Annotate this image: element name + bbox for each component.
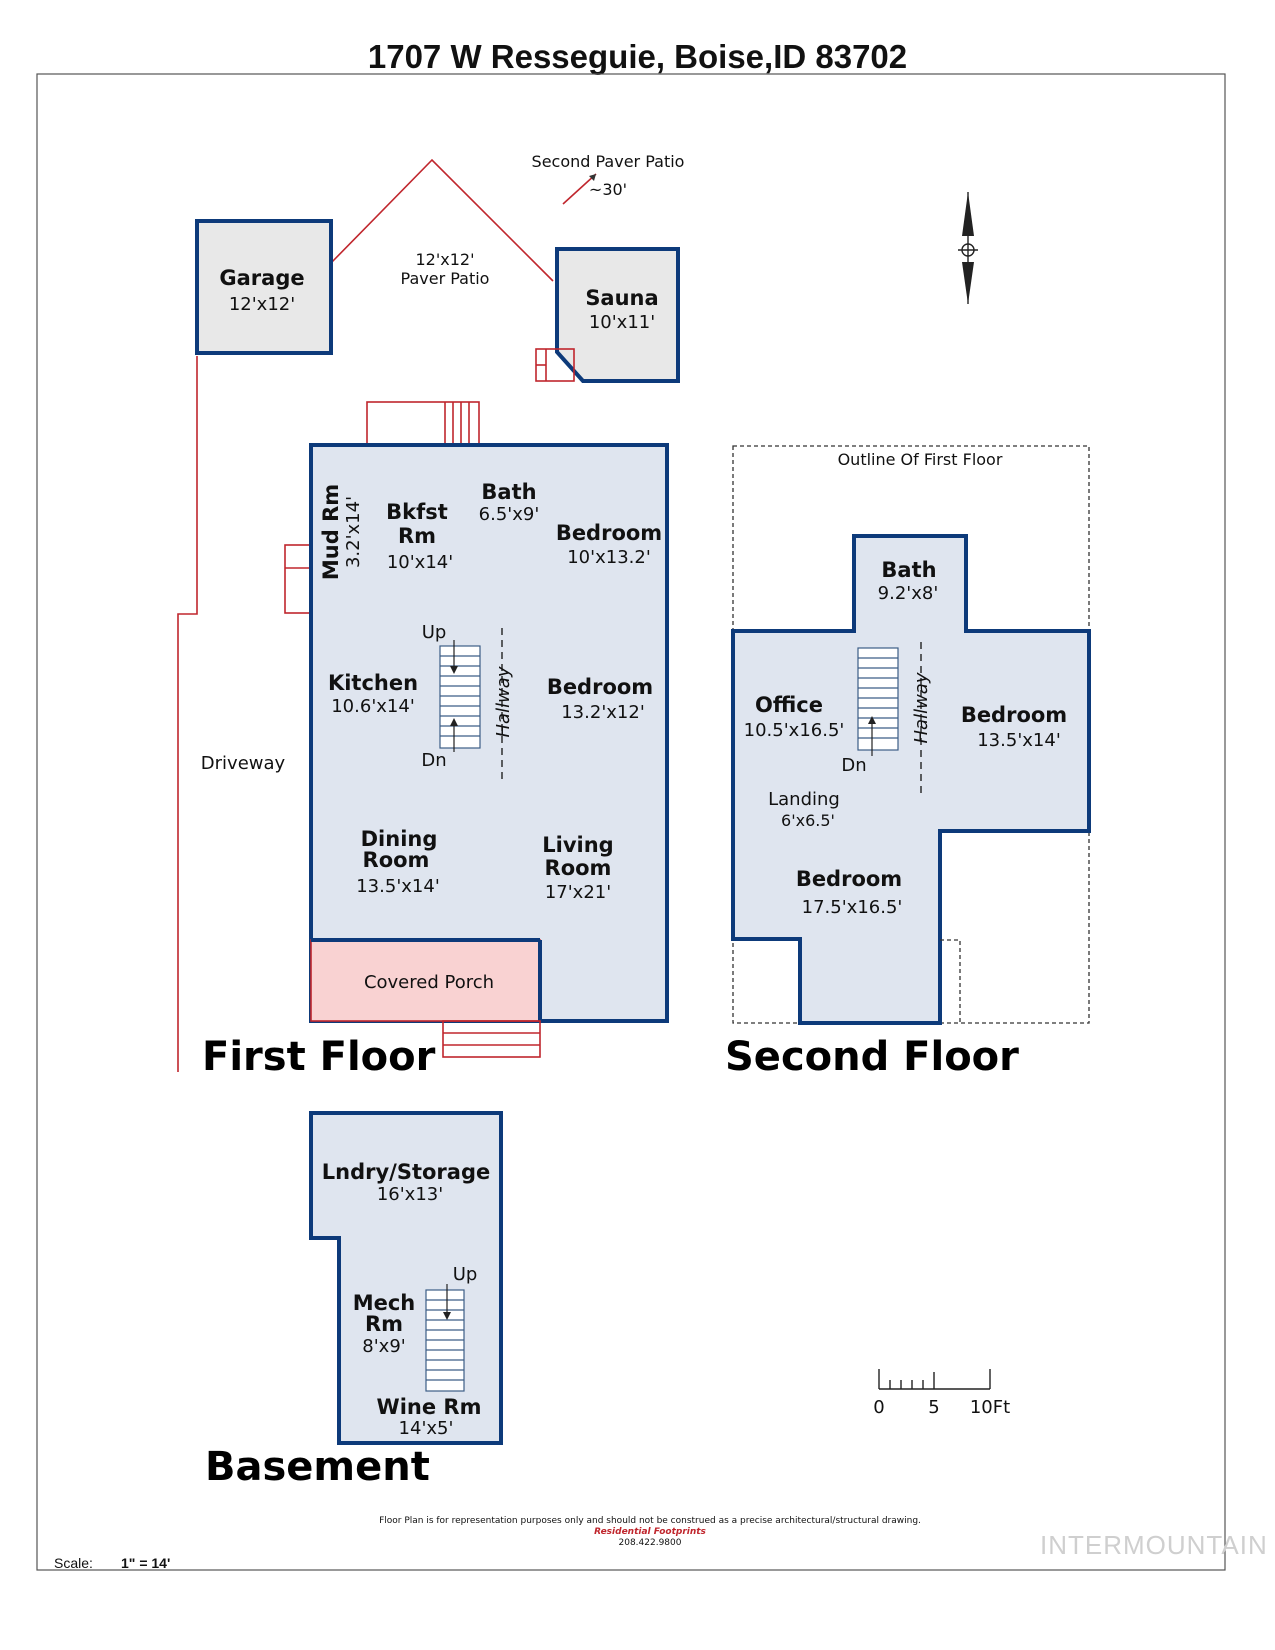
porch-label: Covered Porch (364, 972, 494, 993)
patio-outline (329, 158, 554, 282)
sf-stairs-dn: Dn (841, 755, 866, 776)
wine-name: Wine Rm (377, 1395, 482, 1419)
company-name: Residential Footprints (594, 1527, 706, 1537)
watermark: INTERMOUNTAIN (1040, 1530, 1268, 1560)
garage-box (195, 219, 333, 355)
stairs-dn-label: Dn (421, 750, 446, 771)
sf-bedroom2-size: 17.5'x16.5' (802, 897, 903, 918)
sauna-size: 10'x11' (589, 312, 655, 333)
wine-size: 14'x5' (399, 1418, 454, 1439)
bkfst-line2: Rm (398, 524, 436, 548)
first-floor-outline (309, 443, 669, 1023)
mud-room-size: 3.2'x14' (343, 496, 364, 568)
page-border (36, 73, 1226, 1571)
driveway-line (177, 356, 198, 1072)
dining-line2: Room (363, 848, 430, 872)
sauna-name: Sauna (585, 286, 658, 310)
office-name: Office (755, 693, 823, 717)
outline-label: Outline Of First Floor (838, 450, 1003, 469)
landing-size: 6'x6.5' (781, 811, 835, 830)
living-line2: Room (545, 856, 612, 880)
sauna-box (555, 247, 680, 383)
bath-size: 6.5'x9' (479, 504, 540, 525)
rear-steps (366, 401, 480, 446)
bath-name: Bath (481, 480, 536, 504)
mech-size: 8'x9' (362, 1336, 405, 1357)
scale-bar (878, 1369, 991, 1390)
company-phone: 208.422.9800 (618, 1538, 682, 1548)
sf-bath-name: Bath (881, 558, 936, 582)
second-patio-label: Second Paver Patio (532, 152, 685, 171)
mech-line1: Mech (353, 1291, 416, 1315)
bkfst-line1: Bkfst (386, 500, 448, 524)
garage-size: 12'x12' (229, 294, 295, 315)
sf-bedroom2-name: Bedroom (796, 867, 902, 891)
mech-line2: Rm (365, 1312, 403, 1336)
bedroom1-name: Bedroom (556, 521, 662, 545)
living-size: 17'x21' (545, 882, 611, 903)
sf-bedroom1-name: Bedroom (961, 703, 1067, 727)
scale-t10: 10Ft (970, 1397, 1010, 1418)
kitchen-size: 10.6'x14' (331, 696, 415, 717)
dining-size: 13.5'x14' (356, 876, 440, 897)
second-patio-distance: ~30' (589, 180, 627, 199)
scale-t5: 5 (928, 1397, 939, 1418)
second-hallway-label: Hallway (911, 672, 932, 743)
kitchen-name: Kitchen (328, 671, 418, 695)
laundry-size: 16'x13' (377, 1184, 443, 1205)
bkfst-size: 10'x14' (387, 552, 453, 573)
first-floor-stairs (439, 640, 481, 752)
patio-arrow-head (589, 174, 596, 181)
first-hallway-label: Hallway (493, 666, 514, 737)
basement-stairs (425, 1284, 465, 1392)
second-floor-outline (731, 534, 1091, 1025)
disclaimer: Floor Plan is for representation purpose… (379, 1516, 921, 1526)
stairs-up-label: Up (422, 622, 447, 643)
basement-up: Up (453, 1264, 478, 1285)
north-arrow-icon (958, 192, 978, 304)
second-floor-heading: Second Floor (725, 1034, 1019, 1080)
patio-label: Paver Patio (401, 269, 490, 288)
landing-name: Landing (768, 789, 840, 810)
second-floor-stairs (857, 647, 899, 756)
scale-value: 1" = 14' (121, 1555, 171, 1571)
living-line1: Living (542, 833, 613, 857)
laundry-name: Lndry/Storage (322, 1160, 490, 1184)
mud-room-name: Mud Rm (319, 484, 343, 580)
sf-bedroom1-size: 13.5'x14' (977, 730, 1061, 751)
patio-arrow (562, 173, 597, 205)
bedroom2-name: Bedroom (547, 675, 653, 699)
front-steps (442, 1020, 541, 1058)
side-steps (284, 544, 312, 614)
basement-heading: Basement (205, 1444, 430, 1490)
bedroom2-size: 13.2'x12' (561, 702, 645, 723)
office-size: 10.5'x16.5' (744, 720, 845, 741)
bedroom1-size: 10'x13.2' (567, 547, 651, 568)
first-floor-heading: First Floor (202, 1034, 436, 1080)
dining-line1: Dining (361, 827, 438, 851)
driveway-label: Driveway (201, 753, 286, 774)
scale-t0: 0 (873, 1397, 884, 1418)
page-title: 1707 W Resseguie, Boise,ID 83702 (367, 38, 908, 75)
garage-name: Garage (219, 266, 304, 290)
sf-bath-size: 9.2'x8' (878, 583, 939, 604)
patio-size: 12'x12' (416, 250, 475, 269)
scale-label: Scale: (54, 1555, 93, 1571)
